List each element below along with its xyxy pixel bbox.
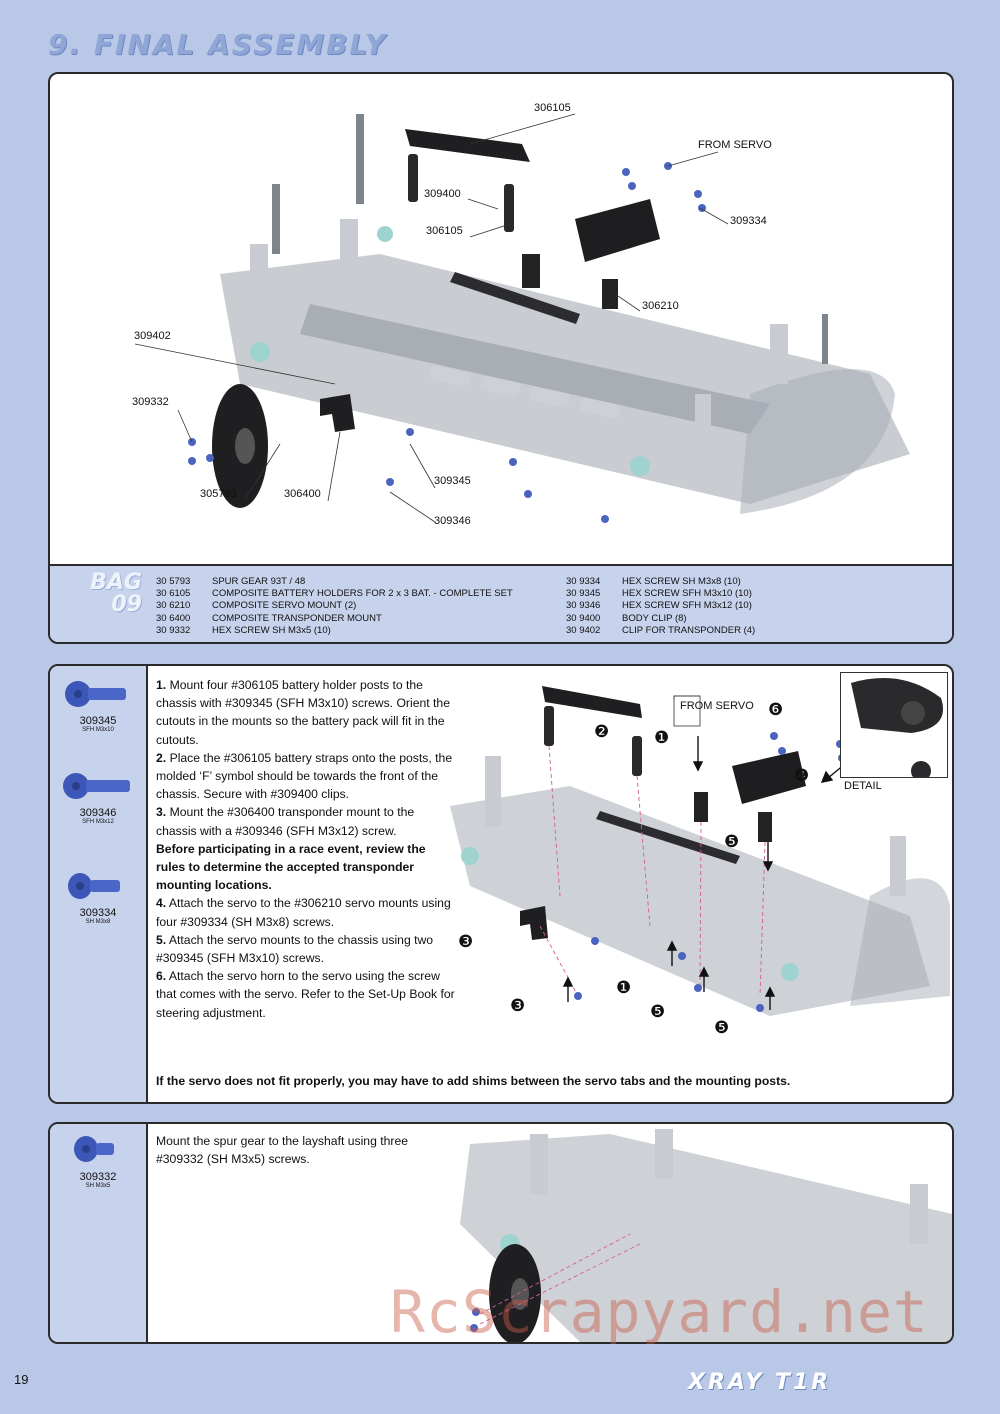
step-panel-mounting: 309345 SFH M3x10 309346 SFH M3x12 309334…	[48, 664, 954, 1104]
screw-icon	[74, 1136, 114, 1162]
mounting-illustration	[450, 686, 950, 1016]
servo-horn-detail	[851, 678, 943, 781]
step-panel-spur-gear: 309332 SH M3x5 Mount the spur gear to th…	[48, 1122, 954, 1344]
marker-4: ❹	[794, 766, 810, 785]
label-306210: 306210	[642, 300, 679, 312]
step-2: 2. Place the #306105 battery straps onto…	[156, 750, 453, 802]
label-detail: DETAIL	[844, 780, 882, 792]
marker-2: ❷	[594, 722, 610, 741]
marker-1: ❶	[654, 728, 670, 747]
watermark: RcScrapyard.net	[390, 1278, 929, 1346]
screw-sidebar: 309332 SH M3x5	[50, 1124, 148, 1342]
detail-inset	[840, 672, 948, 781]
marker-3b: ❸	[510, 996, 526, 1015]
screw-309345: 309345 SFH M3x10	[50, 680, 146, 733]
marker-5b: ❺	[650, 1002, 666, 1021]
exploded-view-panel: 306105 FROM SERVO 309400 306105 309334 3…	[48, 72, 954, 644]
screw-icon	[65, 681, 126, 707]
label-306105-post: 306105	[426, 225, 463, 237]
label-309400: 309400	[424, 188, 461, 200]
label-309345: 309345	[434, 475, 471, 487]
label-309334: 309334	[730, 215, 767, 227]
label-309346: 309346	[434, 515, 471, 527]
marker-3: ❸	[458, 932, 474, 951]
label-from-servo-2: FROM SERVO	[680, 700, 754, 712]
screw-icon	[68, 873, 120, 899]
label-309402: 309402	[134, 330, 171, 342]
marker-1b: ❶	[616, 978, 632, 997]
step-5: 5. Attach the servo mounts to the chassi…	[156, 932, 434, 966]
step-4: 4. Attach the servo to the #306210 servo…	[156, 896, 451, 929]
servo-shim-note: If the servo does not fit properly, you …	[156, 1074, 791, 1088]
screw-309346: 309346 SFH M3x12	[50, 772, 146, 825]
marker-6: ❻	[768, 700, 784, 719]
spur-gear-illustration	[460, 1129, 952, 1342]
step-1: 1. Mount four #306105 battery holder pos…	[156, 678, 450, 747]
step-3: 3. Mount the #306400 transponder mount t…	[156, 805, 415, 838]
bag-label: BAG 09	[90, 570, 142, 617]
marker-5c: ❺	[714, 1018, 730, 1037]
step-6: 6. Attach the servo horn to the servo us…	[156, 969, 455, 1020]
spur-gear-instruction: Mount the spur gear to the layshaft usin…	[156, 1134, 409, 1167]
label-306105-strap: 306105	[534, 102, 571, 114]
label-from-servo: FROM SERVO	[698, 139, 772, 151]
screw-sidebar: 309345 SFH M3x10 309346 SFH M3x12 309334…	[50, 666, 148, 1102]
page-number: 19	[14, 1372, 29, 1387]
label-306400: 306400	[284, 488, 321, 500]
chassis-exploded-illustration	[134, 113, 910, 523]
label-305793: 305793	[200, 488, 237, 500]
screw-icon	[63, 773, 130, 799]
assembly-instructions: 1. Mount four #306105 battery holder pos…	[156, 676, 456, 1022]
marker-5: ❺	[724, 832, 740, 851]
brand-logo: XRAY T1R	[688, 1370, 832, 1395]
screw-309332: 309332 SH M3x5	[50, 1134, 146, 1189]
label-309332: 309332	[132, 396, 169, 408]
page-title: 9. FINAL ASSEMBLY	[48, 28, 388, 61]
race-rules-note: Before participating in a race event, re…	[156, 841, 426, 893]
screw-309334: 309334 SH M3x8	[50, 872, 146, 925]
